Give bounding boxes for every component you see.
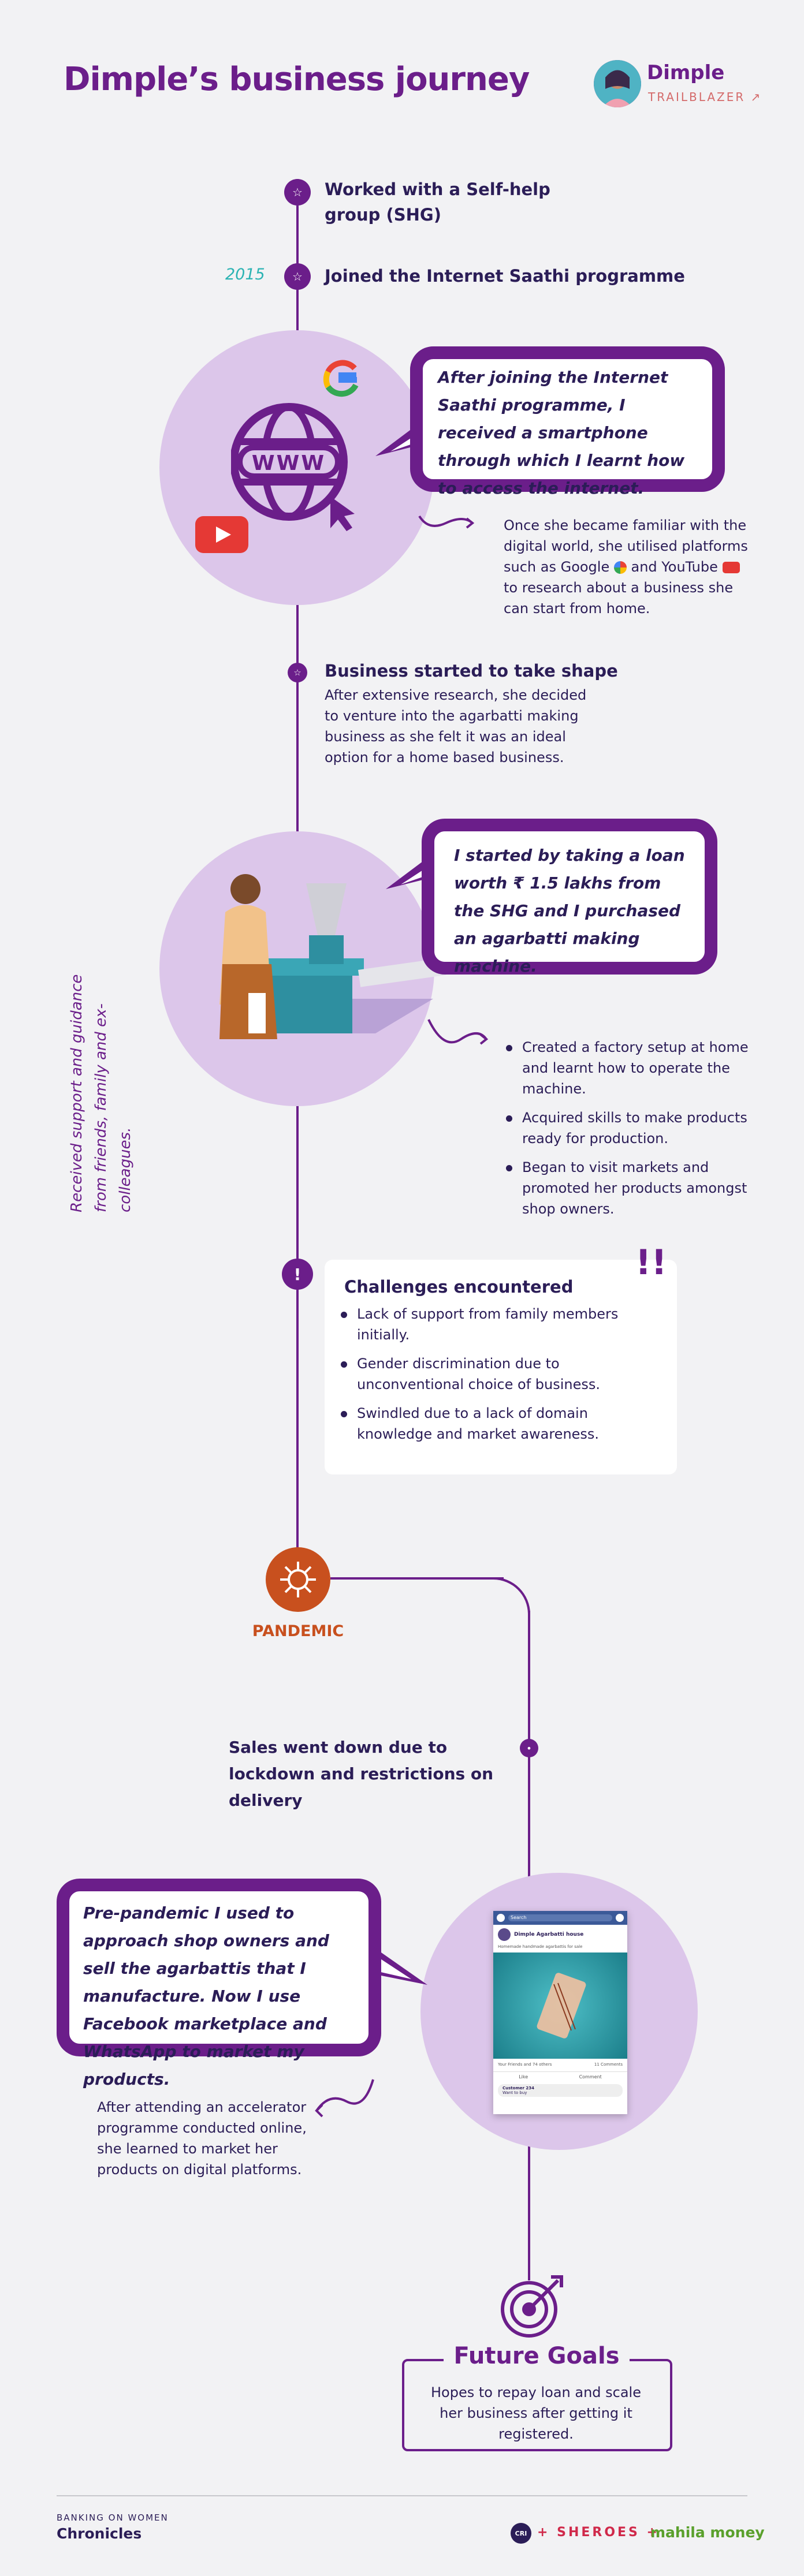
accelerator-text: After attending an accelerator programme… [97,2099,307,2178]
phone-mockup: Search Dimple Agarbatti house Homemade h… [493,1911,627,2114]
divider [57,2495,747,2496]
challenges-list: Lack of support from family members init… [337,1304,649,1444]
target-icon [501,2275,563,2338]
star-icon: ☆ [284,179,311,206]
google-icon [323,360,359,397]
youtube-icon [722,562,740,573]
challenges-card [325,1260,677,1474]
avatar [498,1928,511,1941]
avatar [594,60,641,107]
challenges-title: Challenges encountered [344,1277,574,1297]
list-item: Swindled due to a lack of domain knowled… [337,1403,649,1444]
goals-body: Hopes to repay loan and scale her busine… [431,2384,641,2442]
product-image [493,1952,627,2059]
support-note: Received support and guidance from frien… [68,974,134,1212]
shape-title: Business started to take shape [325,661,618,681]
arrow-icon [427,1019,489,1045]
goals-title: Future Goals [444,2343,630,2369]
event-shg: Worked with a Self-help group (SHG) [325,180,550,225]
list-item: Created a factory setup at home and lear… [502,1037,768,1099]
steps-list: Created a factory setup at home and lear… [502,1037,768,1219]
arrow-icon [315,2079,374,2118]
page-title: Dimple’s business journey [64,61,530,98]
globe-icon [231,403,355,531]
brand-logo: Chronicles [57,2525,142,2542]
year-label: 2015 [225,266,265,283]
facebook-icon [497,1914,505,1922]
sales-text: Sales went down due to lockdown and rest… [229,1738,494,1810]
trailblazer-badge[interactable]: TRAILBLAZER ↗ [648,90,762,104]
brand-top: BANKING ON WOMEN [57,2512,169,2523]
list-item: Gender discrimination due to unconventio… [337,1353,649,1395]
list-item: Began to visit markets and promoted her … [502,1157,768,1219]
quote-bubble: Pre-pandemic I used to approach shop own… [57,1879,381,2089]
list-item: Acquired skills to make products ready f… [502,1107,768,1149]
exclamation-icon: !! [635,1242,667,1283]
mahila-money-logo: mahila money [650,2524,765,2541]
messenger-icon[interactable] [616,1914,624,1922]
shape-body: After extensive research, she decided to… [325,687,587,766]
sheroes-logo: + SHEROES + [537,2525,660,2540]
cri-logo: CRI [511,2523,531,2544]
quote-bubble: After joining the Internet Saathi progra… [410,346,725,498]
comments-count[interactable]: 11 Comments [594,2062,623,2067]
quote-bubble: I started by taking a loan worth ₹ 1.5 l… [422,819,717,976]
event-saathi: Joined the Internet Saathi programme [325,266,685,286]
facebook-bar: Search [493,1911,627,1925]
search-input[interactable]: Search [508,1914,612,1921]
likes-count: Your Friends and 74 others [498,2062,552,2067]
arrow-icon [418,515,475,529]
timeline-line [330,1577,504,1580]
virus-icon [266,1547,330,1612]
profile-name: Dimple [647,61,725,84]
star-icon: ☆ [288,663,307,682]
digital-text: Once she became familiar with the digita… [504,517,748,617]
bullet-dot: • [520,1739,538,1757]
www-label: WWW [251,451,326,475]
star-icon: ☆ [284,263,311,290]
exclamation-icon: ! [282,1259,313,1290]
youtube-icon [195,516,248,553]
pandemic-label: PANDEMIC [252,1622,344,1640]
post-text: Homemade handmade agarbattis for sale [498,1944,583,1949]
like-button[interactable]: Like [519,2074,528,2080]
comment-button[interactable]: Comment [579,2074,602,2080]
woman-machine-illustration [219,874,446,1039]
timeline-corner [492,1577,530,1615]
list-item: Lack of support from family members init… [337,1304,649,1345]
google-icon [613,561,627,574]
page-name[interactable]: Dimple Agarbatti house [514,1932,584,1937]
